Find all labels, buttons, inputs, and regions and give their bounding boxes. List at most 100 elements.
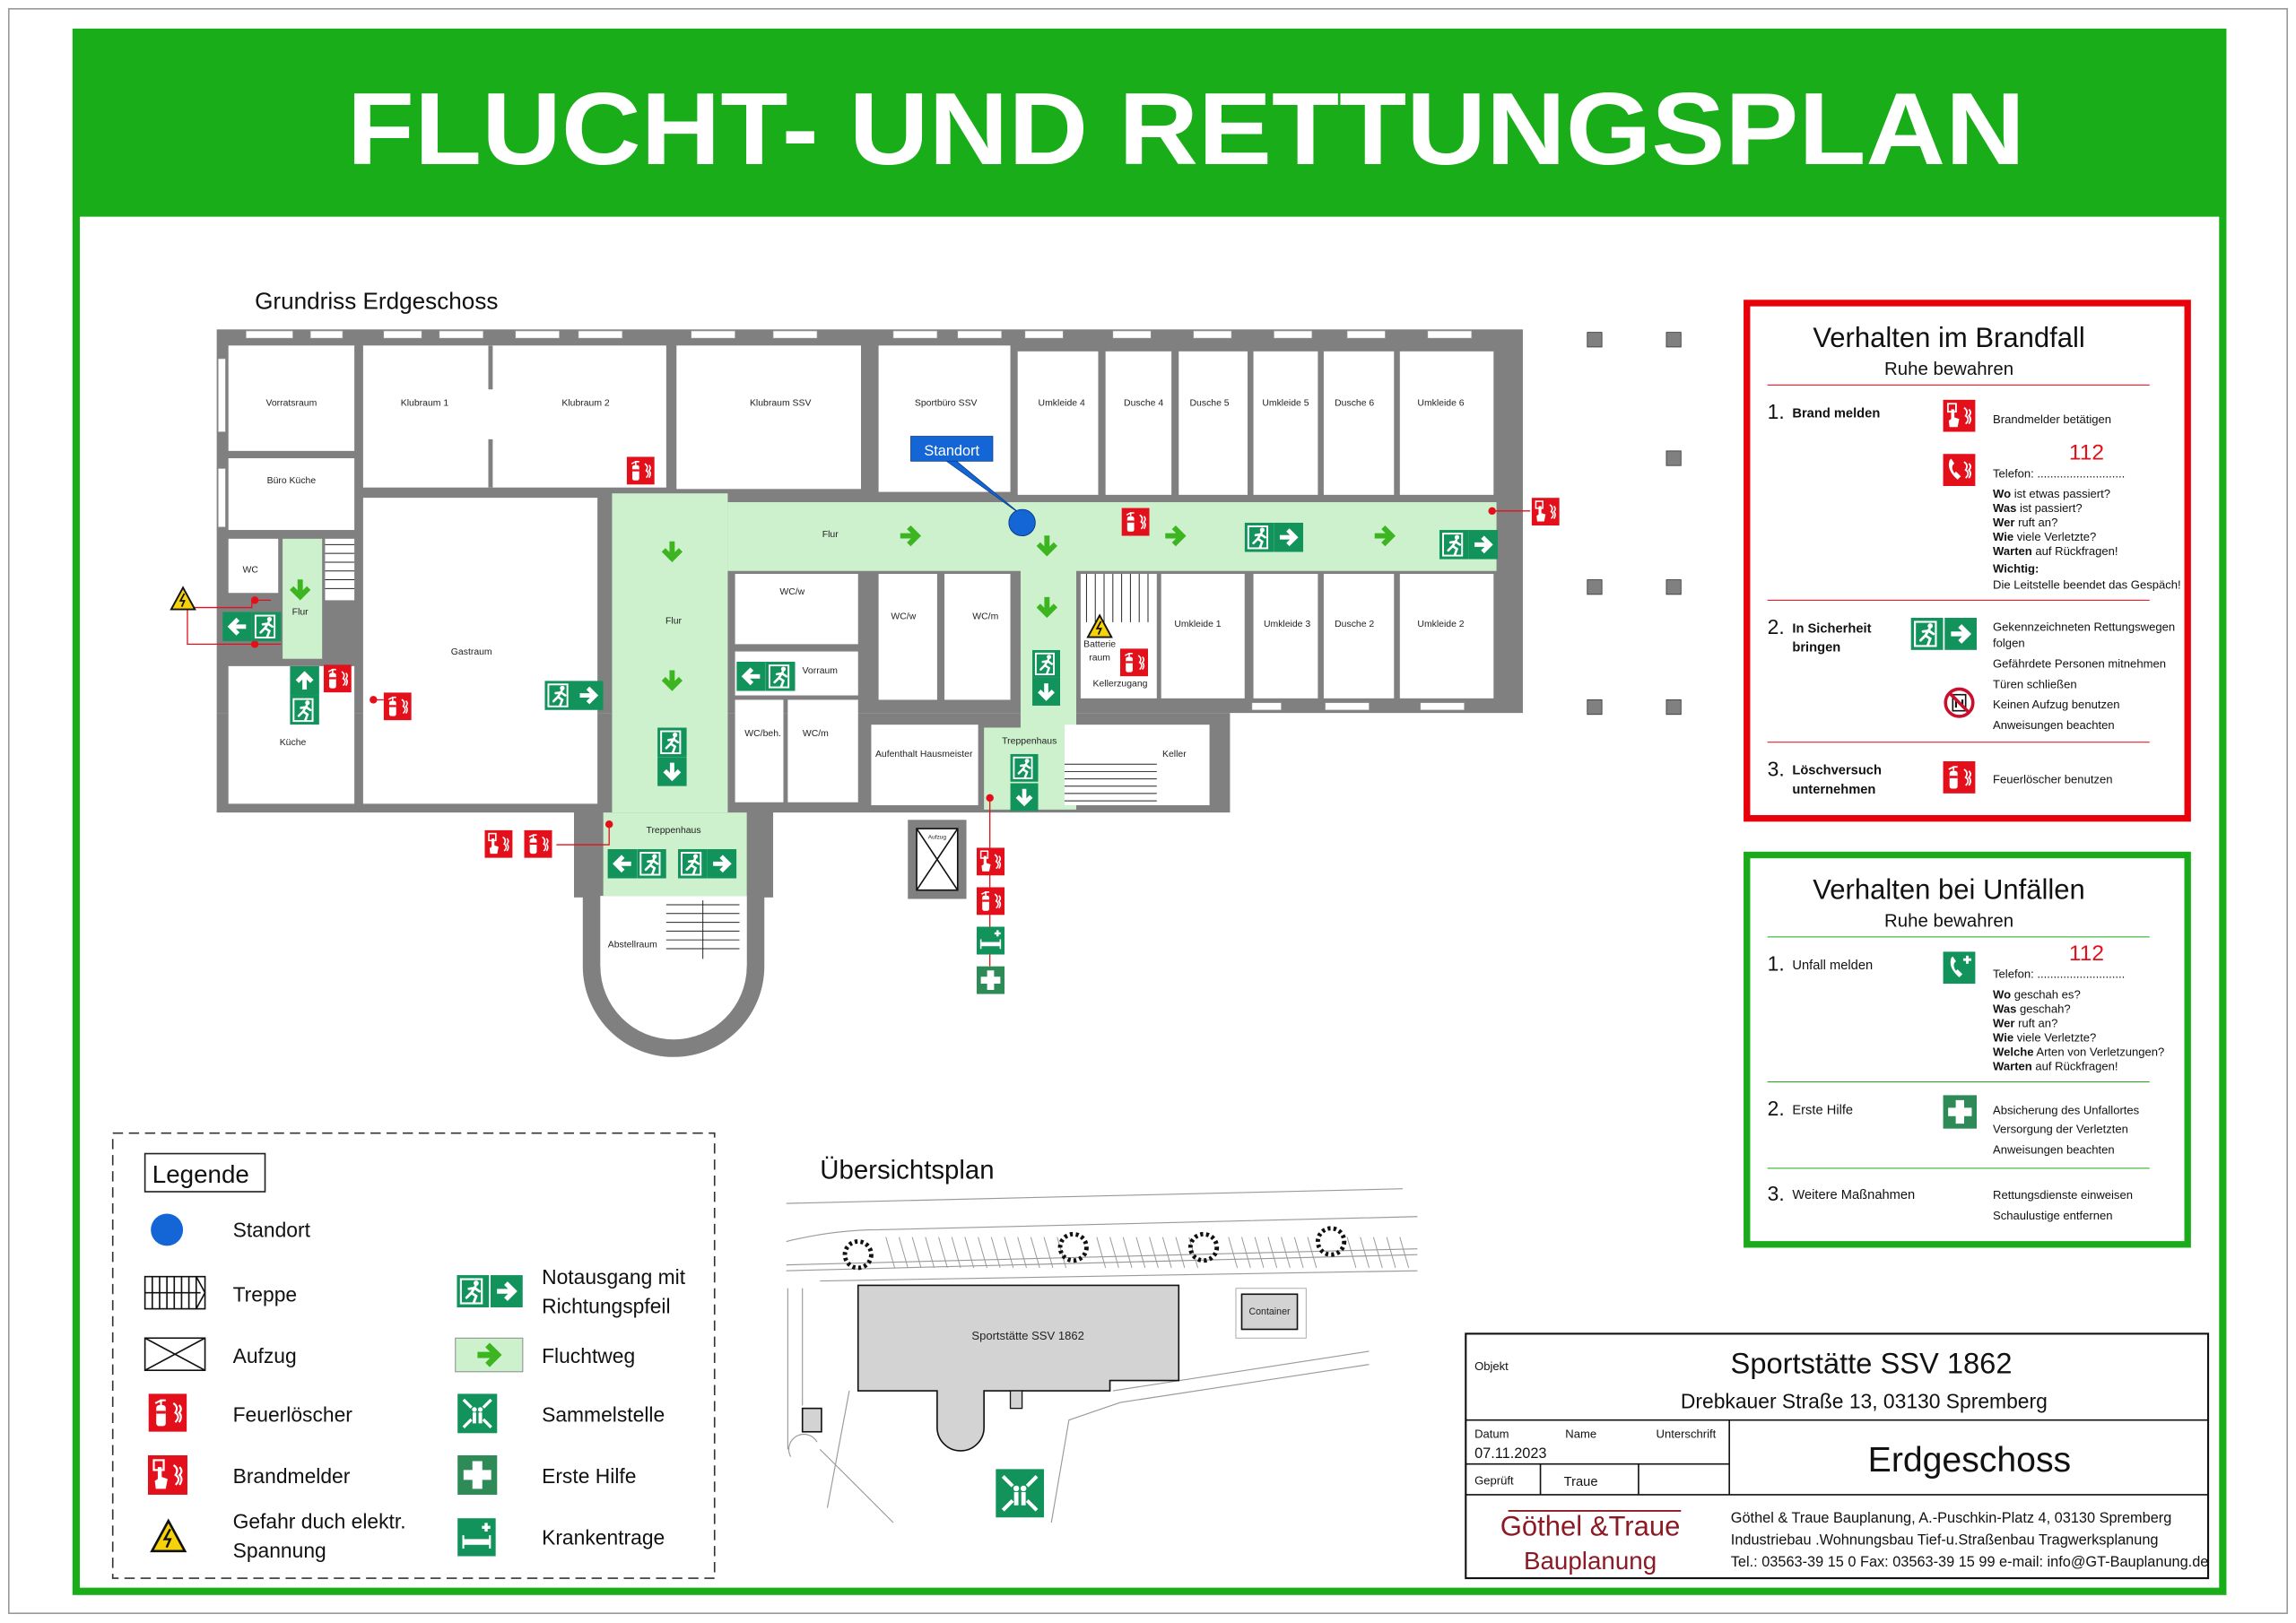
fire-extinguisher-legend-icon: [147, 1393, 187, 1432]
company-address: Göthel & Traue Bauplanung, A.-Puschkin-P…: [1731, 1510, 2172, 1526]
company-contact: Tel.: 03563-39 15 0 Fax: 03563-39 15 99 …: [1731, 1554, 2209, 1570]
overview-container-label: Container: [1249, 1306, 1291, 1317]
room-area: [735, 574, 858, 645]
instruction-item: Absicherung des Unfallortes: [1993, 1103, 2140, 1116]
emergency-exit-icon: [1910, 618, 1944, 650]
fire-step1-title: Brand melden: [1792, 406, 1880, 421]
question-text: geschah?: [2016, 1002, 2070, 1015]
floor-plan-title: Grundriss Erdgeschoss: [255, 288, 498, 315]
exit-arrow-left-icon: [736, 662, 766, 691]
room-label: Küche: [280, 738, 307, 748]
legend-krankentrage: Krankentrage: [542, 1525, 665, 1549]
fire-alarm-icon: [976, 847, 1004, 876]
fire-alarm-legend-icon: [147, 1454, 187, 1495]
objekt-address: Drebkauer Straße 13, 03130 Spremberg: [1681, 1390, 2048, 1413]
question-keyword: Wo: [1993, 987, 2011, 1001]
exit-arrow-left-icon: [222, 612, 252, 641]
no-elevator-icon: [1944, 687, 1975, 718]
fire-alarm-icon: [1531, 498, 1560, 526]
fire-step3-item: Feuerlöscher benutzen: [1993, 772, 2112, 785]
legend-brandmelder: Brandmelder: [233, 1464, 351, 1488]
room-area: [1253, 351, 1318, 495]
exit-arrow-down-icon: [1011, 783, 1039, 811]
stairs: [325, 543, 1157, 959]
title-block: Objekt Sportstätte SSV 1862 Drebkauer St…: [1465, 1332, 2210, 1580]
room-area: [283, 538, 323, 659]
exit-arrow-right-icon: [708, 849, 737, 879]
room-label: Dusche 6: [1335, 398, 1374, 408]
accident-step3-title: Weitere Maßnahmen: [1792, 1188, 1915, 1202]
question-keyword: Was: [1993, 501, 2016, 515]
room-label: Umkleide 5: [1262, 398, 1309, 408]
overview-plan: Übersichtsplan Sportstätte SSV 1862 Cont…: [786, 1155, 1418, 1523]
fire-extinguisher-icon: [323, 664, 352, 693]
room-label: Aufenthalt Hausmeister: [875, 750, 973, 759]
exit-arrow-down-icon: [657, 757, 687, 786]
question-text: ruft an?: [2014, 1016, 2057, 1029]
assembly-point-legend-icon: [457, 1393, 497, 1433]
room-area: [325, 538, 355, 601]
exit-arrow-right-icon: [1469, 530, 1499, 560]
instruction-item: Gekennzeichneten Rettungswegen: [1993, 621, 2175, 634]
room-label: Flur: [292, 608, 309, 618]
question-text: auf Rückfragen!: [2032, 544, 2118, 558]
room-label: Klubraum 2: [561, 398, 610, 408]
electric-hazard-icon: [170, 586, 196, 611]
legend-feuerloescher: Feuerlöscher: [233, 1402, 353, 1426]
room-area: [1161, 574, 1245, 699]
elevator-legend-icon: [144, 1337, 206, 1372]
fire-step2-title-1: In Sicherheit: [1792, 621, 1871, 636]
room-area: [1323, 574, 1395, 699]
instruction-item: Gefährdete Personen mitnehmen: [1993, 657, 2166, 671]
room-label: Umkleide 6: [1417, 398, 1464, 408]
question-keyword: Wo: [1993, 487, 2011, 500]
company-services: Industriebau .Wohnungsbau Tief-u.Straßen…: [1731, 1532, 2159, 1548]
question-text: viele Verletzte?: [2013, 530, 2096, 543]
exit-arrow-right-icon: [1274, 523, 1303, 552]
room-area: [1323, 351, 1395, 495]
instruction-item: Anweisungen beachten: [1993, 1143, 2115, 1157]
trees: [842, 1226, 1347, 1271]
room-label: raum: [1089, 653, 1110, 663]
fire-questions: Wo ist etwas passiert?Was ist passiert?W…: [1993, 487, 2118, 558]
room-area: [228, 345, 355, 451]
objekt-name: Sportstätte SSV 1862: [1731, 1346, 2013, 1379]
emergency-exit-legend-icon: [457, 1275, 490, 1307]
room-label: Umkleide 3: [1264, 620, 1310, 629]
room-label: Gastraum: [451, 647, 492, 657]
emergency-phone-icon: [1943, 951, 1976, 985]
exit-arrow-right-icon: [574, 681, 604, 710]
room-label: Sportbüro SSV: [915, 398, 978, 408]
legend: Legende Standort Treppe Aufzug Feuerlösc…: [111, 1132, 716, 1579]
room-label: WC/m: [803, 729, 829, 739]
room-label: Batterie: [1083, 640, 1116, 650]
alarm-wiring: [187, 507, 1531, 967]
instruction-item: Schaulustige entfernen: [1993, 1209, 2112, 1222]
question-keyword: Welche: [1993, 1045, 2033, 1058]
question-text: ist etwas passiert?: [2011, 487, 2110, 500]
room-area: [1105, 351, 1172, 495]
question-keyword: Warten: [1993, 544, 2032, 558]
question-line: Wo geschah es?: [1993, 987, 2081, 1001]
datum-label: Datum: [1474, 1427, 1509, 1440]
fire-step2-items: Gekennzeichneten Rettungswegen folgenGefä…: [1993, 621, 2175, 732]
room-label: Büro Küche: [267, 476, 317, 486]
arrow-right-legend-icon: [491, 1275, 523, 1307]
question-line: Wie viele Verletzte?: [1993, 530, 2096, 543]
instruction-item: folgen: [1993, 637, 2025, 650]
outer-border: [7, 8, 2289, 1615]
instruction-item: Türen schließen: [1993, 677, 2077, 690]
room-area: [362, 345, 492, 488]
instruction-item: Anweisungen beachten: [1993, 718, 2115, 732]
room-area: [1253, 574, 1318, 699]
exit-arrow-down-icon: [1032, 678, 1060, 706]
room-label: Dusche 4: [1124, 398, 1163, 408]
fire-step3-title-2: unternehmen: [1792, 783, 1875, 797]
room-label: Vorratsraum: [265, 398, 317, 408]
accident-step1-number: 1.: [1768, 951, 1785, 975]
